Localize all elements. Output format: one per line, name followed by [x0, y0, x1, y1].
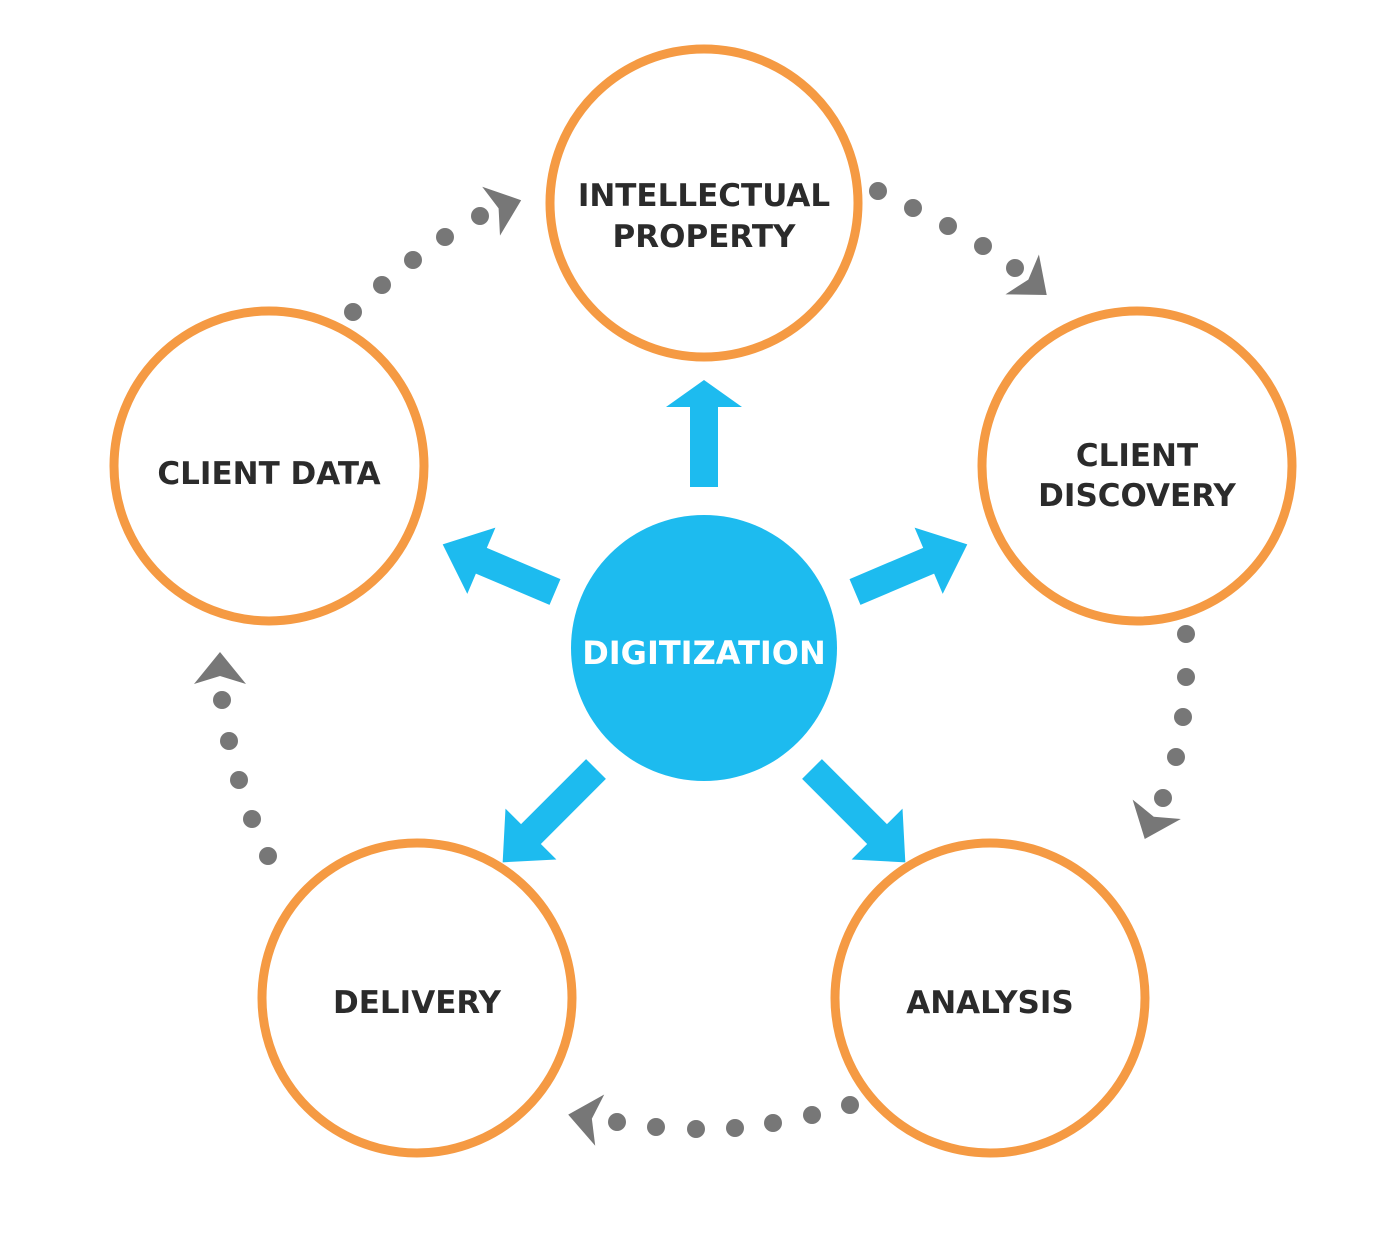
node-circle: [109, 306, 429, 626]
connector-analysis-to-delivery: [568, 1094, 859, 1146]
connector-discovery-to-analysis: [1132, 625, 1195, 839]
connector-dot: [230, 771, 248, 789]
connector-dot: [869, 182, 887, 200]
node-client-data: CLIENT DATA: [109, 306, 429, 626]
connector-dot: [436, 228, 454, 246]
connector-delivery-to-client-data: [194, 652, 277, 865]
node-intellectual-property: INTELLECTUAL PROPERTY: [545, 44, 863, 362]
chevron-arrow-icon: [568, 1094, 605, 1146]
connector-dot: [1154, 789, 1172, 807]
connector-dot: [687, 1120, 705, 1138]
connector-dot: [1167, 748, 1185, 766]
connector-dot: [803, 1106, 821, 1124]
connector-dot: [608, 1113, 626, 1131]
connector-dot: [471, 207, 489, 225]
connector-ip-to-discovery: [869, 182, 1047, 295]
cycle-connectors: [194, 182, 1195, 1146]
connector-dot: [1174, 708, 1192, 726]
connector-dot: [373, 276, 391, 294]
center-label: DIGITIZATION: [582, 634, 826, 672]
connector-dot: [220, 732, 238, 750]
connector-dot: [939, 217, 957, 235]
center-circle: [571, 515, 837, 781]
connector-dot: [904, 199, 922, 217]
node-label-line-1: CLIENT DATA: [157, 456, 380, 492]
node-label-line-1: ANALYSIS: [906, 985, 1074, 1021]
connector-dot: [1006, 259, 1024, 277]
node-label-line-1: INTELLECTUAL: [578, 178, 830, 214]
node-label-line-2: DISCOVERY: [1038, 478, 1236, 514]
node-circle: [830, 838, 1150, 1158]
chevron-arrow-icon: [194, 652, 246, 684]
chevron-arrow-icon: [1005, 254, 1047, 295]
spoke-arrow-delivery: [502, 759, 606, 863]
node-delivery: DELIVERY: [257, 838, 577, 1158]
node-label-line-1: DELIVERY: [333, 985, 502, 1021]
node-circle: [977, 306, 1297, 626]
center-node: DIGITIZATION: [571, 515, 837, 781]
connector-dot: [974, 237, 992, 255]
connector-client-data-to-ip: [344, 186, 522, 321]
connector-dot: [764, 1114, 782, 1132]
connector-dot: [1177, 668, 1195, 686]
node-label-line-2: PROPERTY: [613, 219, 796, 255]
spoke-arrow-client-data: [442, 527, 561, 605]
connector-dot: [726, 1119, 744, 1137]
spoke-arrow-analysis: [802, 759, 906, 863]
node-circle: [257, 838, 577, 1158]
chevron-arrow-icon: [1132, 799, 1181, 839]
connector-dot: [841, 1096, 859, 1114]
node-label-line-1: CLIENT: [1076, 438, 1198, 474]
connector-dot: [647, 1118, 665, 1136]
spoke-arrows: [442, 380, 968, 863]
connector-dot: [243, 810, 261, 828]
spoke-arrow-intellectual-property: [666, 380, 742, 487]
node-client-discovery: CLIENT DISCOVERY: [977, 306, 1297, 626]
connector-dot: [404, 251, 422, 269]
connector-dot: [1177, 625, 1195, 643]
node-analysis: ANALYSIS: [830, 838, 1150, 1158]
spoke-arrow-client-discovery: [849, 527, 968, 605]
connector-dot: [259, 847, 277, 865]
chevron-arrow-icon: [482, 186, 522, 236]
connector-dot: [344, 303, 362, 321]
node-circle: [545, 44, 863, 362]
connector-dot: [213, 691, 231, 709]
